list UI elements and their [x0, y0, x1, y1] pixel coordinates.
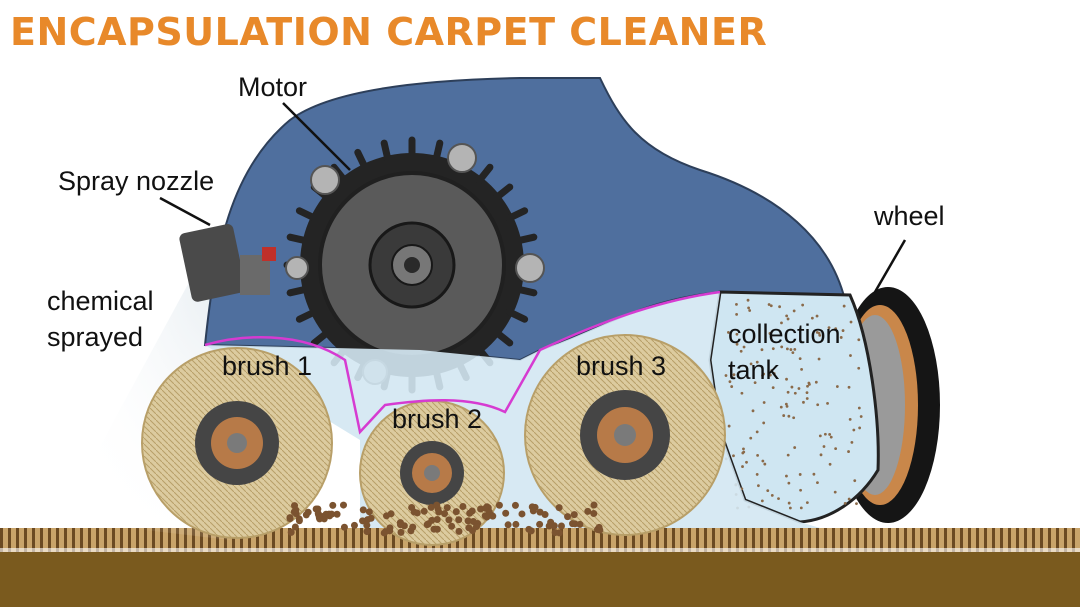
- label-brush-1: brush 1: [222, 351, 312, 381]
- label-chemical-line2: sprayed: [47, 322, 143, 352]
- label-brush-2: brush 2: [392, 404, 482, 434]
- spray-nozzle-icon: [179, 224, 276, 302]
- label-brush-3: brush 3: [576, 351, 666, 381]
- collection-tank: [708, 290, 880, 524]
- page-title: ENCAPSULATION CARPET CLEANER: [10, 10, 768, 54]
- floor-base: [0, 550, 1080, 607]
- label-tank-line2: tank: [728, 355, 780, 385]
- brush-3: [524, 334, 726, 536]
- brush-1: [141, 347, 333, 539]
- label-tank-line1: collection: [728, 319, 841, 349]
- leader-lines: [159, 102, 907, 293]
- label-chemical-line1: chemical: [47, 286, 154, 316]
- label-spray-nozzle: Spray nozzle: [58, 166, 214, 196]
- body-lower-outline: [204, 290, 721, 435]
- label-motor: Motor: [238, 72, 307, 102]
- brush-2: [359, 400, 505, 546]
- label-wheel: wheel: [873, 201, 945, 231]
